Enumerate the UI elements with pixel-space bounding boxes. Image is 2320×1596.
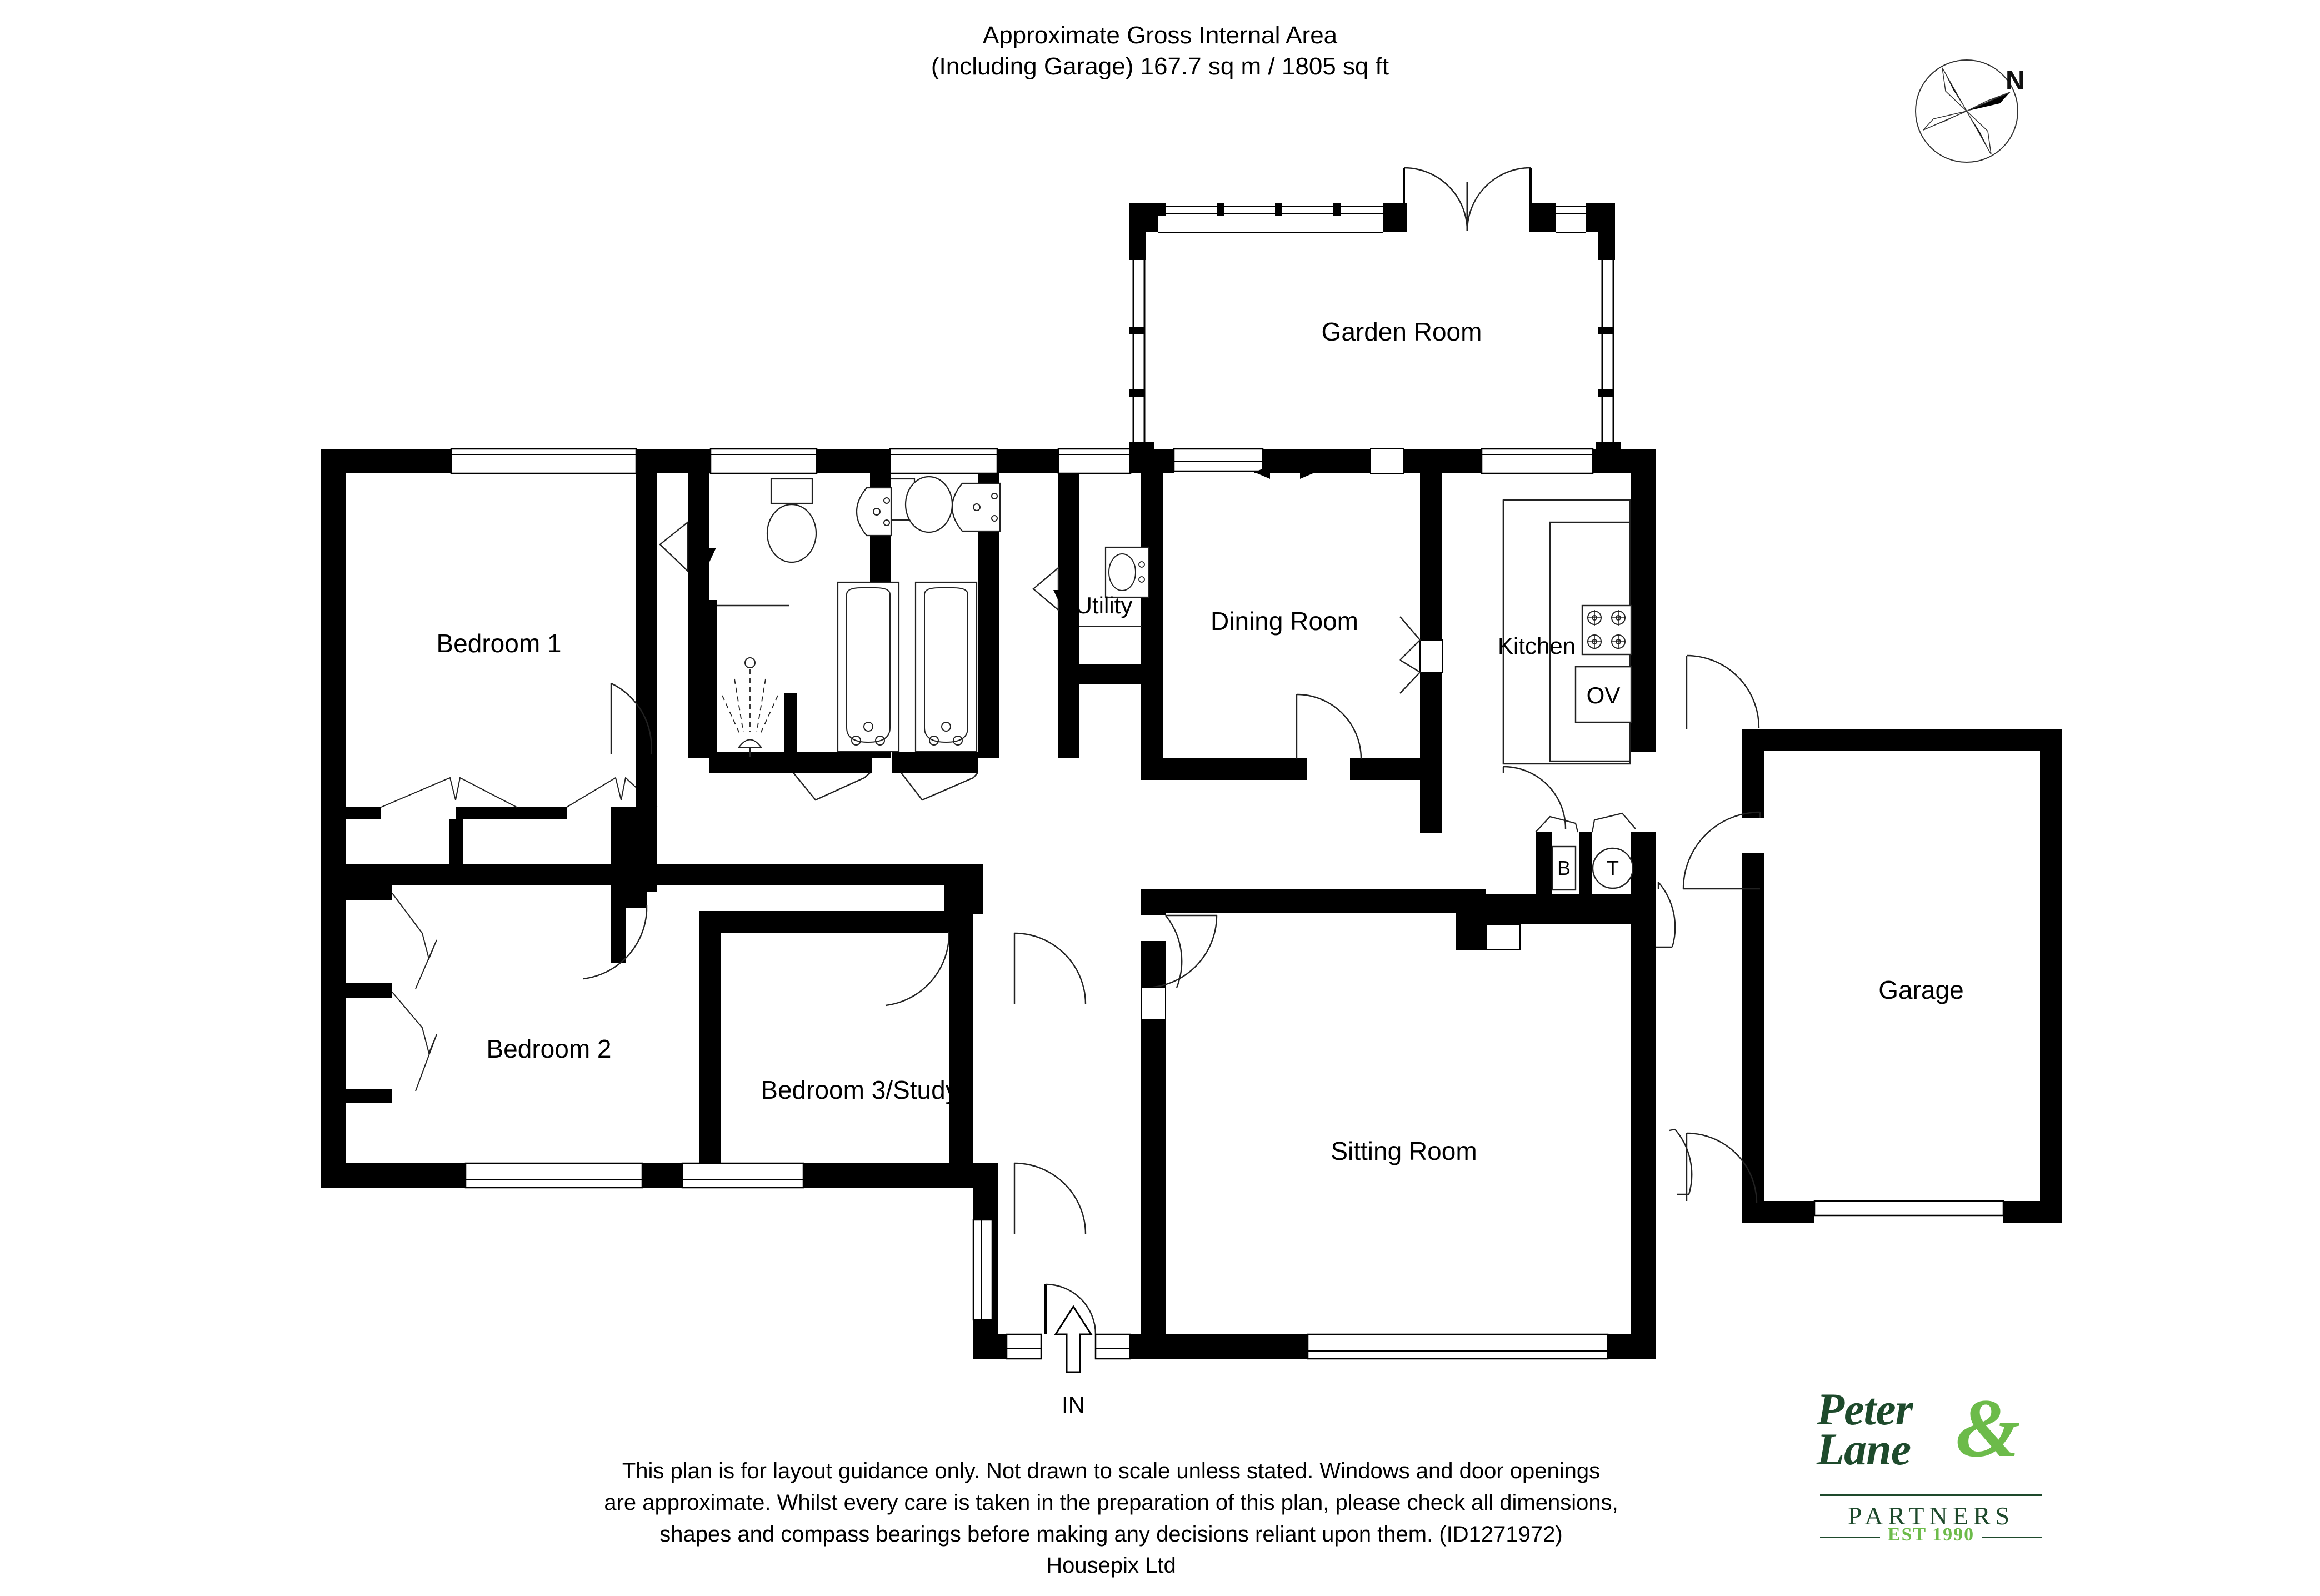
wall-dining-south-1 (1141, 758, 1307, 780)
window-sitting-south (1307, 1333, 1609, 1360)
appliance-label-oven: OV (1586, 682, 1621, 708)
wall-bed2-bed3 (699, 911, 721, 1163)
room-label-sitting-room: Sitting Room (1331, 1137, 1477, 1165)
room-label-garage: Garage (1878, 975, 1964, 1004)
logo-word-lane: Lane (1817, 1424, 1911, 1474)
room-label-kitchen: Kitchen (1497, 633, 1576, 659)
wall-utility-west-2 (1058, 646, 1079, 758)
wall-north-3 (817, 449, 890, 473)
compass-rose-icon (1915, 59, 2018, 163)
wall-kitchen-east (1631, 449, 1656, 732)
sliding-door-dining-north (1173, 448, 1264, 472)
wall-north-5 (1129, 449, 1174, 473)
wall-sitting-north-right (1456, 894, 1656, 924)
wall-bedroom1-south (321, 864, 643, 885)
disclaimer-line-2: are approximate. Whilst every care is ta… (604, 1490, 1618, 1515)
wall-garden-top-door-jamb-right (1532, 203, 1556, 232)
toilet-icon-2 (904, 476, 953, 533)
bedroom1-direction-arrow-icon (697, 517, 716, 568)
wall-garden-top-left-corner (1129, 203, 1158, 232)
utility-direction-arrow-icon (1053, 561, 1072, 610)
wall-bath1-south (784, 752, 872, 773)
wall-garden-top-right-corner (1586, 203, 1615, 232)
window-bathroom2-north (889, 448, 998, 474)
toilet-icon-1 (766, 503, 817, 563)
wall-south-2 (642, 1163, 682, 1188)
window-hall-west (972, 1219, 993, 1321)
wall-north-7 (1404, 449, 1482, 473)
appliance-label-boiler: B (1557, 857, 1571, 879)
garage-door (1813, 1200, 2004, 1217)
shower-icon (722, 657, 778, 757)
window-bathroom1-north (709, 448, 818, 474)
wall-shower-south (709, 752, 797, 773)
entrance-label-in: IN (1062, 1392, 1085, 1418)
window-kitchen-north (1481, 448, 1594, 474)
wall-kitchen-west-1 (1420, 473, 1442, 640)
wall-utility-south (1079, 664, 1142, 684)
boiler-icon (1551, 845, 1577, 891)
window-bedroom3-south (681, 1162, 804, 1189)
wall-cupboard-left (1536, 832, 1552, 894)
window-bedroom1-north (450, 448, 637, 474)
wall-sitting-north (1141, 889, 1486, 913)
entrance-arrow-icon (1054, 1305, 1093, 1373)
page-title: Approximate Gross Internal Area (Includi… (0, 20, 2320, 83)
logo-word-peter: Peter (1817, 1384, 1913, 1434)
wall-sitting-south-1 (1163, 1334, 1308, 1359)
wall-garage-west (1742, 729, 1764, 1223)
wall-north-4 (997, 449, 1058, 473)
disclaimer-line-3: shapes and compass bearings before makin… (659, 1522, 1563, 1547)
wall-shower-right (784, 693, 797, 753)
compass-north-label: N (2006, 66, 2025, 96)
wall-bedroom2-wardrobe (611, 885, 626, 963)
logo-est-wrap: EST 1990 (1817, 1524, 2046, 1545)
wall-bedroom3-north (699, 911, 949, 933)
wall-sitting-east (1631, 889, 1656, 1359)
oven-icon (1574, 666, 1632, 723)
logo-ampersand: & (1956, 1382, 2021, 1474)
wall-north-2 (636, 449, 711, 473)
wall-bath2-south (892, 752, 978, 773)
wall-dining-south-2 (1350, 758, 1442, 780)
wall-utility-west (1058, 473, 1079, 646)
wall-south-3 (803, 1163, 973, 1188)
room-label-bedroom-2: Bedroom 2 (486, 1034, 612, 1063)
wall-cupboard-right (1631, 832, 1656, 894)
room-label-utility: Utility (1075, 592, 1133, 618)
room-label-dining-room: Dining Room (1211, 607, 1358, 636)
room-label-garden-room: Garden Room (1321, 317, 1482, 346)
wall-garage-east (2040, 729, 2062, 1223)
logo-est-year: EST 1990 (1879, 1524, 1983, 1545)
wall-garage-south-1 (1742, 1201, 1814, 1223)
wall-kitchen-west-2 (1420, 672, 1442, 833)
disclaimer-line-4: Housepix Ltd (1046, 1553, 1176, 1578)
toilet-cistern-1 (770, 478, 813, 504)
wall-dining-west (1141, 473, 1163, 758)
logo-divider-top (1820, 1494, 2042, 1496)
wall-entrance-left (973, 1334, 1007, 1359)
appliance-label-tank: T (1607, 857, 1619, 879)
wall-north-6 (1263, 449, 1371, 473)
gross-internal-area-line2: (Including Garage) 167.7 sq m / 1805 sq … (931, 53, 1389, 81)
disclaimer-line-1: This plan is for layout guidance only. N… (622, 1459, 1601, 1483)
wall-garage-north (1742, 729, 2062, 751)
wall-hall-north (636, 864, 982, 885)
sink-icon-2 (952, 482, 1001, 532)
disclaimer-text: This plan is for layout guidance only. N… (389, 1455, 1833, 1582)
wall-cupboard-mid (1579, 832, 1592, 894)
wall-bedroom3-east (949, 911, 973, 1163)
window-utility-north (1057, 448, 1132, 474)
walls-layer (321, 167, 2062, 1373)
hot-water-tank-icon (1592, 847, 1634, 889)
room-label-bedroom-1: Bedroom 1 (436, 629, 562, 658)
wall-bedroom1-east (636, 473, 657, 646)
room-label-bedroom-3: Bedroom 3/Study (761, 1075, 958, 1104)
wall-garage-south-2 (2003, 1201, 2062, 1223)
sink-icon-1 (856, 487, 892, 537)
window-bedroom2-south (464, 1162, 643, 1189)
gross-internal-area-line1: Approximate Gross Internal Area (982, 22, 1338, 49)
agency-logo: Peter Lane & PARTNERS EST 1990 (1817, 1383, 2050, 1561)
